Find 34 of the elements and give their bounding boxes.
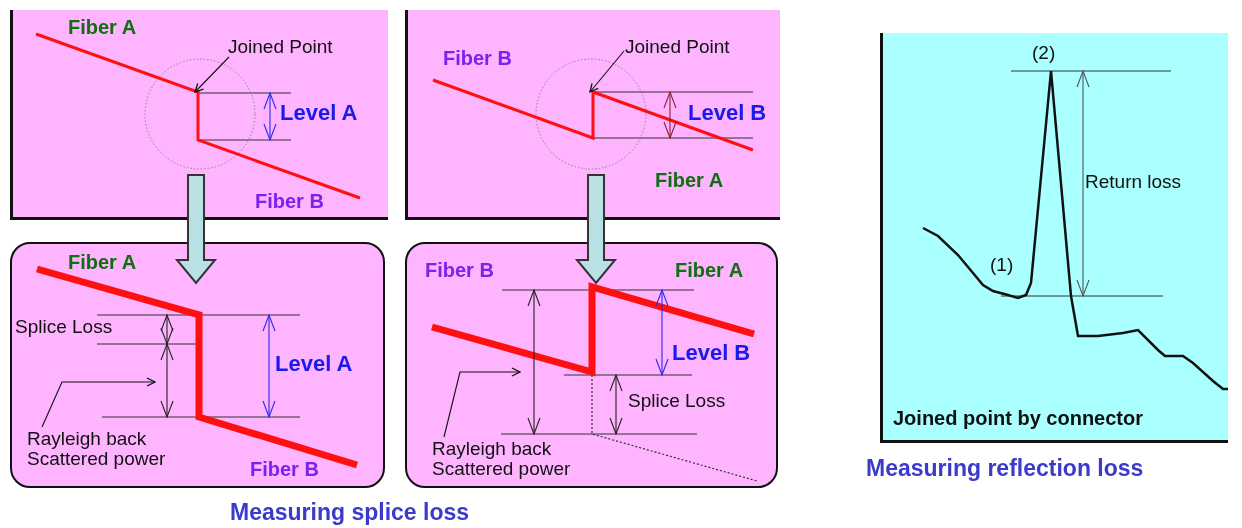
text-label: Level B (672, 341, 751, 366)
callout-text: Joined Point (228, 37, 388, 57)
text-label: Fiber B (250, 458, 319, 480)
diagram-panel (880, 33, 1228, 443)
callout-text: Rayleigh back Scattered power (27, 429, 202, 469)
text-label: Fiber A (68, 251, 137, 273)
callout-text: Rayleigh back Scattered power (432, 439, 607, 479)
text-label: Return loss (1085, 172, 1182, 193)
diagram-panel (405, 10, 780, 220)
diagram-panel (405, 242, 778, 488)
text-label: Fiber A (675, 259, 744, 281)
text-label: (2) (1032, 43, 1056, 64)
text-label: (1) (990, 255, 1014, 276)
text-label: Joined point by connector (893, 407, 1143, 429)
leader-line (194, 56, 230, 93)
block-arrow (174, 174, 218, 285)
text-label: Level A (275, 352, 353, 377)
leader-line (443, 367, 521, 438)
text-label: Level A (280, 101, 358, 126)
diagram-panel (10, 10, 388, 220)
block-arrow (574, 174, 618, 285)
leader-line (41, 377, 156, 428)
text-label: Fiber B (443, 47, 512, 69)
text-label: Fiber A (68, 16, 137, 38)
section-caption: Measuring splice loss (230, 500, 470, 526)
callout-text: Joined Point (625, 37, 785, 57)
leader-line (589, 50, 625, 93)
text-label: Fiber B (425, 259, 494, 281)
text-label: Fiber A (655, 169, 724, 191)
text-label: Splice Loss (15, 317, 113, 338)
text-label: Fiber B (255, 190, 324, 212)
text-label: Level B (688, 101, 767, 126)
text-label: Splice Loss (628, 391, 726, 412)
diagram-panel (10, 242, 385, 488)
